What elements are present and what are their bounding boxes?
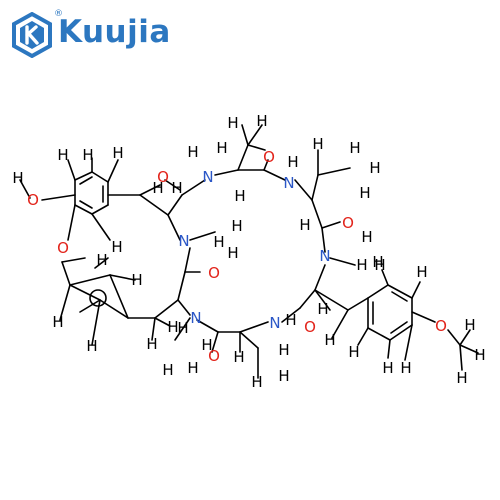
atom-ether-o: O bbox=[57, 239, 69, 257]
atom-h: H bbox=[227, 244, 238, 262]
atom-h: H bbox=[233, 348, 244, 366]
atom-h: H bbox=[374, 256, 385, 274]
atom-h: H bbox=[171, 179, 182, 197]
atom-methoxy-o: O bbox=[435, 317, 447, 335]
atom-h: H bbox=[382, 359, 393, 377]
atom-h: H bbox=[52, 313, 63, 331]
atom-h: H bbox=[57, 146, 68, 164]
atom-h: H bbox=[474, 346, 485, 364]
atom-n: N bbox=[283, 174, 294, 192]
atom-h: H bbox=[201, 336, 212, 354]
atom-carbonyl-o: O bbox=[263, 148, 275, 166]
atom-h: H bbox=[251, 373, 262, 391]
atom-n: N bbox=[190, 309, 201, 327]
atom-hydroxyl-h: H bbox=[12, 169, 23, 187]
atom-h: H bbox=[131, 271, 142, 289]
atom-n: N bbox=[178, 232, 189, 250]
atom-h: H bbox=[112, 144, 123, 162]
atom-h: H bbox=[152, 179, 163, 197]
atom-h: H bbox=[287, 153, 298, 171]
atom-h: H bbox=[278, 367, 289, 385]
registered-mark: ® bbox=[54, 9, 63, 19]
atom-carbonyl-o: O bbox=[208, 264, 220, 282]
atom-h: H bbox=[464, 316, 475, 334]
atom-h: H bbox=[312, 135, 323, 153]
atom-carbonyl-o: O bbox=[157, 168, 169, 186]
atom-h: H bbox=[82, 146, 93, 164]
hexagon-k-icon bbox=[12, 11, 52, 59]
atom-h: H bbox=[96, 251, 107, 269]
atom-h: H bbox=[359, 184, 370, 202]
atom-h: H bbox=[278, 341, 289, 359]
atom-h: H bbox=[348, 343, 359, 361]
atom-labels: H O O H H H H H H H H H H H H O O O O O … bbox=[12, 112, 485, 391]
atom-h: H bbox=[256, 112, 267, 130]
atom-h: H bbox=[86, 337, 97, 355]
atom-h: H bbox=[349, 139, 360, 157]
atom-h: H bbox=[456, 369, 467, 387]
atom-h: H bbox=[146, 335, 157, 353]
atom-h: H bbox=[167, 318, 178, 336]
atom-h: H bbox=[317, 300, 328, 318]
atom-h: H bbox=[177, 319, 188, 337]
atom-h: H bbox=[356, 256, 367, 274]
atom-h: H bbox=[227, 114, 238, 132]
atom-h: H bbox=[285, 311, 296, 329]
atom-h: H bbox=[324, 331, 335, 349]
atom-n: N bbox=[269, 314, 280, 332]
atom-h: H bbox=[234, 187, 245, 205]
atom-h: H bbox=[299, 216, 310, 234]
atom-h: H bbox=[213, 233, 224, 251]
atom-h: H bbox=[187, 143, 198, 161]
atom-h: H bbox=[162, 361, 173, 379]
atom-h: H bbox=[372, 253, 383, 271]
atom-h: H bbox=[187, 359, 198, 377]
atom-h: H bbox=[416, 263, 427, 281]
atom-carbonyl-o: O bbox=[342, 214, 354, 232]
atom-h: H bbox=[216, 139, 227, 157]
atom-h: H bbox=[111, 238, 122, 256]
atom-n: N bbox=[202, 168, 213, 186]
atom-h: H bbox=[361, 228, 372, 246]
atom-carbonyl-o: O bbox=[208, 347, 220, 365]
atom-hydroxyl-o: O bbox=[27, 191, 39, 209]
atom-h: H bbox=[400, 359, 411, 377]
atom-h: H bbox=[231, 217, 242, 235]
atom-h: H bbox=[369, 159, 380, 177]
bond-lines bbox=[19, 124, 479, 379]
brand-logo: ® Kuujia bbox=[10, 9, 170, 59]
brand-name: Kuujia bbox=[58, 14, 171, 50]
atom-carbonyl-o: O bbox=[304, 318, 316, 336]
atom-n: N bbox=[319, 247, 330, 265]
